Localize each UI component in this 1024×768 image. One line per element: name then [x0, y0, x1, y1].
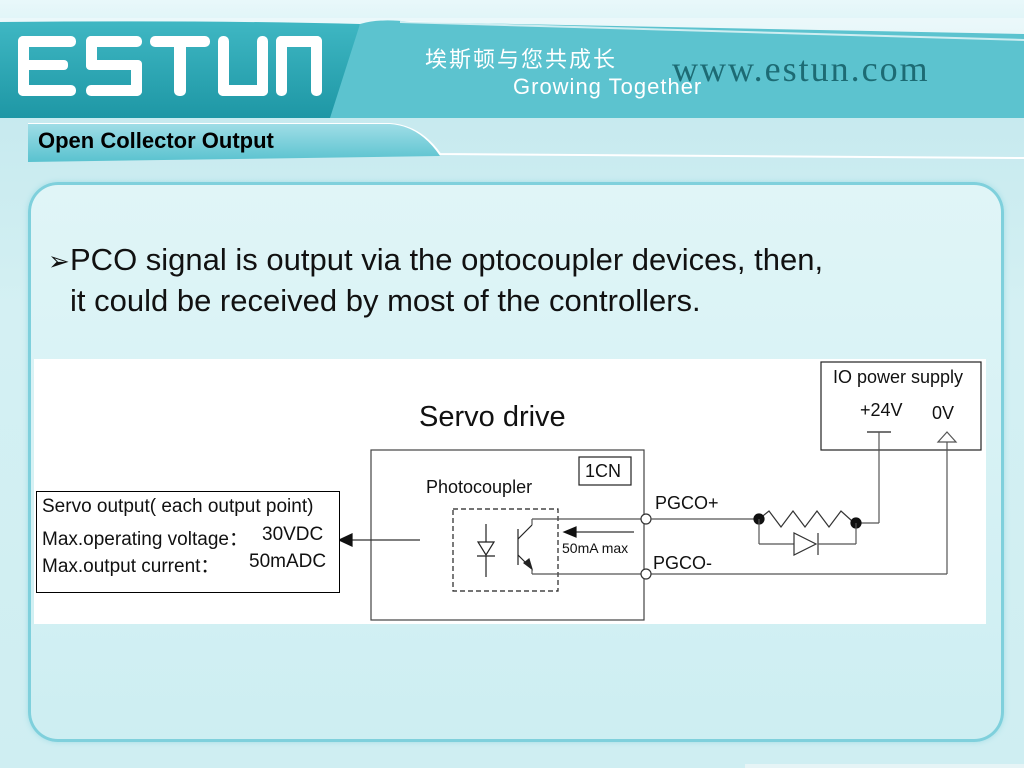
led-diode-icon	[476, 541, 496, 557]
slide-title: Open Collector Output	[38, 128, 274, 153]
spec-current-label: Max.output current：	[42, 556, 220, 577]
pgco-plus-terminal	[640, 513, 652, 525]
plus24-label: +24V	[860, 400, 903, 420]
footer-strip	[745, 764, 1024, 768]
spec-title: Servo output( each output point)	[42, 496, 314, 517]
servo-drive-box	[370, 449, 645, 621]
output-spec-box: Servo output( each output point) Max.ope…	[36, 491, 340, 593]
slide-header: 埃斯顿与您共成长 Growing Together www.estun.com	[0, 0, 1024, 118]
pgco-plus-label: PGCO+	[655, 493, 719, 513]
flyback-diode-icon	[793, 532, 818, 556]
slogan-chinese: 埃斯顿与您共成长	[425, 48, 618, 73]
bullet-arrow-icon: ➢	[48, 246, 70, 276]
circuit-diagram: Servo drive 1CN Photocoupler PGCO+ PGCO-…	[34, 359, 986, 624]
spec-voltage-label: Max.operating voltage：	[42, 529, 248, 550]
servo-drive-label: Servo drive	[419, 401, 566, 433]
title-tab-shape	[28, 123, 1024, 162]
spec-current-value: 50mADC	[249, 551, 327, 572]
current-limit-label: 50mA max	[562, 540, 629, 556]
slogan-english: Growing Together	[513, 74, 703, 99]
resistor-icon	[758, 510, 857, 528]
spec-voltage-value: 30VDC	[262, 524, 324, 545]
photocoupler-label: Photocoupler	[426, 477, 533, 497]
ground-0v-symbol	[936, 431, 958, 443]
connector-label: 1CN	[585, 461, 622, 481]
zero-volt-label: 0V	[932, 403, 955, 423]
bullet-line-1: PCO signal is output via the optocoupler…	[70, 242, 824, 277]
pgco-minus-label: PGCO-	[653, 553, 713, 573]
bullet-line-2: it could be received by most of the cont…	[70, 283, 701, 318]
connector-1cn-box	[578, 456, 632, 486]
power-supply-box	[820, 361, 982, 451]
photocoupler-box	[452, 508, 559, 592]
circuit-drawing	[337, 361, 982, 621]
estun-logo	[16, 22, 326, 107]
pgco-minus-terminal	[640, 568, 652, 580]
website-url: www.estun.com	[672, 49, 930, 89]
power-supply-label: IO power supply	[833, 367, 964, 387]
bullet-point: ➢PCO signal is output via the optocouple…	[48, 240, 928, 321]
